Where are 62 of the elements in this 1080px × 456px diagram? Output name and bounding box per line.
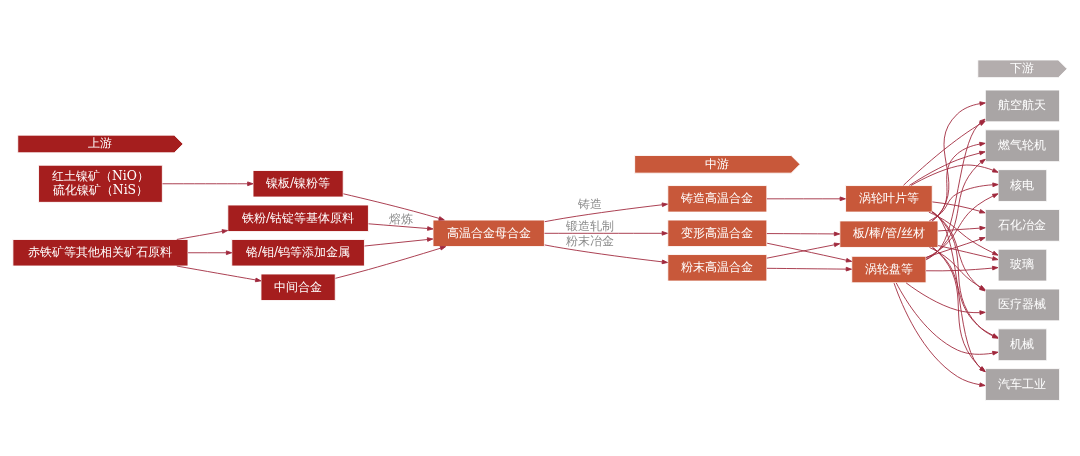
- arrow: [937, 245, 999, 261]
- arrow: [910, 164, 999, 186]
- edge-label: 粉末冶金: [565, 233, 614, 248]
- arrow: [176, 229, 229, 240]
- node-box: 涡轮叶片等: [845, 185, 933, 213]
- node-box: 航空航天: [984, 89, 1061, 123]
- node-box: 板/棒/管/丝材: [839, 220, 939, 248]
- arrow: [925, 237, 986, 258]
- node-box: 燃气轮机: [984, 129, 1061, 163]
- arrow: [928, 211, 999, 256]
- arrow: [937, 225, 986, 232]
- arrow: [893, 282, 986, 387]
- node-box: 机械: [997, 328, 1048, 362]
- arrow: [766, 196, 846, 202]
- arrow: [343, 193, 445, 221]
- arrow: [905, 282, 986, 315]
- arrow: [931, 141, 986, 222]
- arrow: [766, 242, 853, 263]
- node-box: 高温合金母合金: [432, 219, 545, 247]
- arrow: [368, 223, 434, 231]
- arrow: [176, 265, 262, 283]
- arrow: [895, 282, 999, 356]
- arrow: [931, 201, 986, 214]
- node-box: 镍板/镍粉等: [252, 170, 344, 198]
- arrow: [931, 247, 999, 339]
- edge-label: 锻造轧制: [565, 218, 614, 233]
- node-box: 医疗器械: [984, 288, 1061, 322]
- arrow: [544, 244, 668, 265]
- arrow: [925, 158, 986, 260]
- arrow: [766, 231, 841, 237]
- arrow: [162, 181, 254, 187]
- node-box: 汽车工业: [984, 368, 1061, 401]
- arrow: [928, 182, 999, 222]
- edge-label: 熔炼: [388, 211, 413, 226]
- node-box: 核电: [997, 169, 1048, 202]
- arrow: [925, 193, 999, 259]
- arrow: [544, 202, 668, 223]
- node-box: 涡轮盘等: [851, 255, 927, 284]
- arrow: [931, 211, 986, 292]
- node-box: 变形高温合金: [667, 219, 768, 247]
- node-box: 玻璃: [997, 248, 1048, 282]
- arrow: [364, 237, 434, 247]
- arrow: [766, 266, 852, 272]
- node-box: 粉末高温合金: [667, 254, 768, 282]
- arrow: [908, 150, 986, 186]
- arrow: [544, 231, 668, 236]
- node-box: 赤铁矿等其他相关矿石原料: [12, 239, 189, 267]
- arrow: [766, 242, 841, 259]
- node-box: 中间合金: [260, 273, 336, 301]
- arrow: [932, 247, 986, 372]
- node-box: 石化冶金: [984, 209, 1061, 242]
- edge-label: 铸造: [577, 196, 602, 211]
- arrow: [335, 245, 447, 279]
- node-box: 铬/钼/钨等添加金属: [231, 239, 365, 267]
- arrow: [931, 211, 999, 339]
- arrow: [925, 265, 999, 272]
- node-box: 红土镍矿（NiO） 硫化镍矿（NiS）: [38, 164, 163, 203]
- arrow: [931, 211, 986, 373]
- node-box: 铁粉/钴锭等基体原料: [227, 204, 369, 232]
- arrow: [929, 247, 986, 291]
- arrow: [187, 250, 233, 256]
- node-box: 铸造高温合金: [667, 185, 768, 213]
